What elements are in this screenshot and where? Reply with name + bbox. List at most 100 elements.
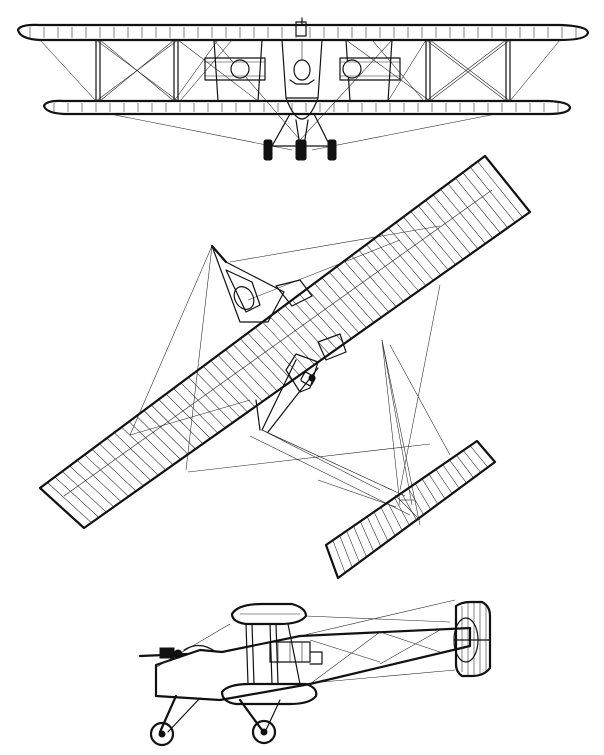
wing-rib: [165, 393, 211, 439]
side-main-wheel: [251, 719, 277, 745]
wing-rib: [477, 161, 523, 218]
front-upper-wing-ribs: [29, 27, 577, 38]
wing-rib: [54, 476, 100, 518]
wing-rib: [99, 443, 144, 487]
wing-rib: [247, 332, 293, 381]
wing-rib: [462, 172, 508, 228]
wing-rib: [188, 377, 233, 423]
top-wing: [38, 154, 532, 530]
wing-rib: [432, 194, 479, 250]
wing-rib: [106, 438, 152, 481]
wing-rib: [410, 211, 456, 265]
wing-rib: [128, 421, 174, 465]
top-rear-fuselage: [255, 353, 319, 433]
wing-rib: [388, 227, 434, 281]
side-view: [138, 599, 492, 747]
tail-rib: [435, 469, 453, 494]
side-undercarriage: [149, 694, 281, 747]
wing-rib: [254, 327, 300, 376]
front-lower-wing-ribs: [53, 103, 559, 112]
wing-rib: [291, 299, 337, 350]
top-engine-nacelles: [275, 279, 347, 361]
top-bracing-wires: [129, 225, 451, 526]
tail-rib: [366, 516, 382, 547]
wing-rib: [121, 426, 166, 471]
side-fuselage: [154, 626, 472, 702]
side-tail: [453, 600, 492, 678]
wing-rib: [69, 465, 114, 508]
tail-rib: [442, 464, 460, 489]
wing-rib: [277, 310, 323, 360]
wing-rib: [299, 294, 345, 344]
wing-rib: [306, 288, 352, 339]
side-fuselage-bracing: [154, 599, 456, 685]
wing-rib: [469, 166, 516, 223]
tail-rib: [332, 540, 346, 573]
tail-rib: [456, 455, 474, 478]
wing-rib: [232, 343, 278, 392]
wing-rib: [321, 277, 367, 329]
wing-rib: [418, 205, 464, 260]
front-view: [16, 17, 590, 161]
side-front-wheel: [149, 721, 175, 747]
tail-rib: [373, 511, 389, 542]
front-undercarriage: [263, 113, 337, 161]
tail-rib: [421, 478, 439, 505]
wing-rib: [440, 189, 486, 244]
wing-rib: [114, 432, 159, 476]
wing-rib: [425, 200, 471, 255]
wing-rib: [180, 382, 226, 429]
top-tail-center: [394, 494, 421, 521]
side-engine: [269, 641, 323, 665]
top-tailplane: [324, 439, 497, 580]
tail-rib: [463, 450, 481, 473]
wing-rib: [343, 260, 390, 313]
tail-rib: [469, 445, 489, 468]
tail-rib: [353, 525, 367, 558]
wing-rib: [217, 355, 263, 402]
wing-rib: [62, 471, 107, 513]
wing-rib: [47, 482, 92, 523]
wing-rib: [76, 460, 122, 502]
front-upper-wing: [16, 23, 590, 42]
front-bracing-wires: [39, 39, 561, 151]
wing-rib: [84, 454, 129, 497]
wing-rib: [173, 388, 218, 434]
wing-rib: [210, 360, 256, 408]
top-fuselage-nose: [210, 244, 285, 323]
wing-rib: [403, 216, 449, 271]
top-view: [38, 154, 532, 580]
front-interplane-struts: [95, 39, 511, 102]
wing-rib: [358, 249, 404, 302]
wing-rib: [351, 255, 397, 307]
wing-rib: [380, 233, 427, 286]
wing-rib: [269, 316, 315, 365]
wing-rib: [91, 449, 137, 492]
wing-rib: [158, 399, 204, 444]
front-lower-wing: [42, 99, 572, 116]
wing-rib: [366, 244, 412, 297]
tail-rib: [339, 535, 353, 568]
tail-rib: [346, 530, 360, 563]
tail-rib: [414, 483, 432, 510]
wing-rib: [336, 266, 382, 318]
wing-rib: [284, 305, 330, 355]
wing-rib: [195, 371, 241, 418]
tail-rib: [387, 502, 403, 531]
tail-rib: [408, 488, 424, 515]
wing-rib: [395, 222, 442, 276]
wing-rib: [136, 415, 181, 460]
side-struts: [245, 623, 301, 685]
wing-rib: [373, 238, 419, 292]
tail-rib: [360, 521, 374, 552]
wing-rib: [151, 404, 196, 450]
side-nose-gun: [138, 644, 217, 659]
top-wing-spar: [63, 189, 493, 497]
front-engine-nacelles: [204, 57, 401, 81]
tail-rib: [428, 473, 446, 500]
side-lower-wing: [220, 682, 318, 706]
wing-rib: [239, 338, 285, 386]
wing-rib: [143, 410, 189, 455]
wing-rib: [203, 366, 248, 413]
